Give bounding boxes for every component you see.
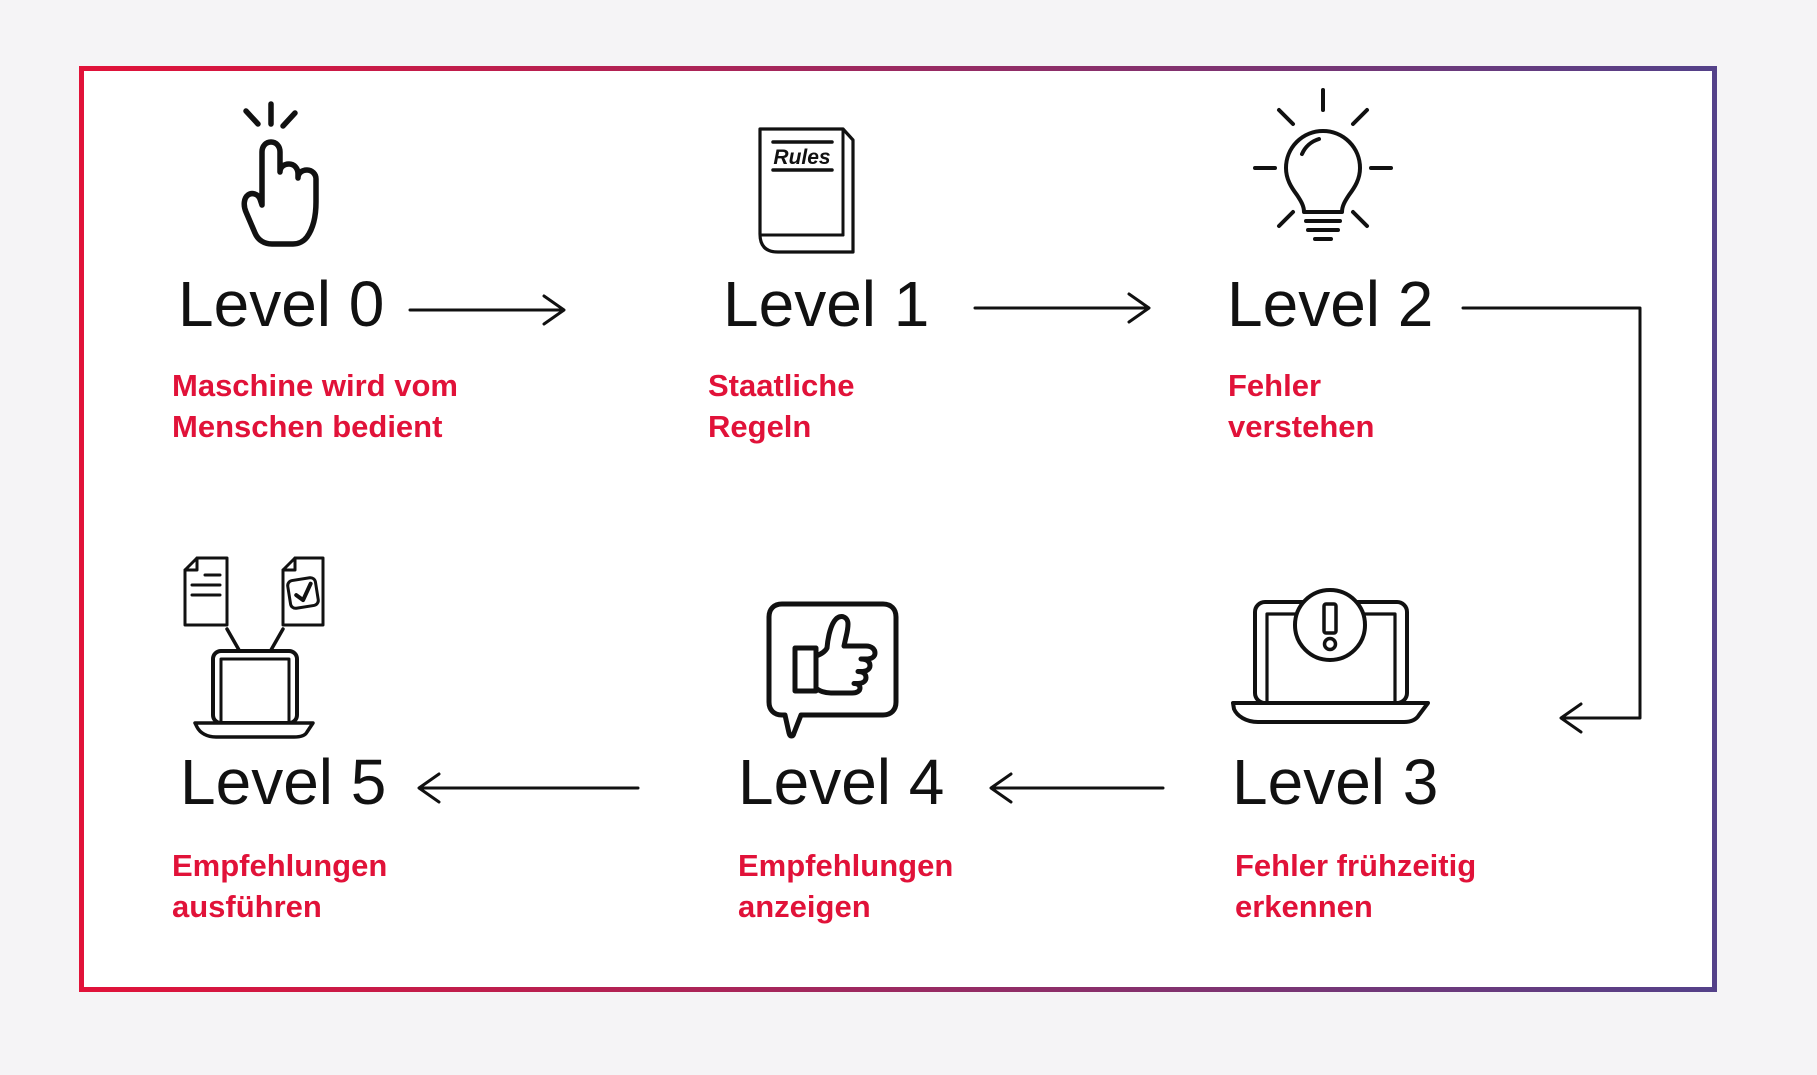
level-description: Fehler frühzeitig erkennen (1235, 848, 1477, 924)
laptop-warning-icon (1228, 585, 1433, 730)
level-label: Level 4 (738, 746, 945, 818)
level-label: Level 2 (1227, 268, 1434, 340)
diagram-frame (79, 66, 1717, 992)
level-description: Fehler verstehen (1228, 368, 1375, 444)
level-description: Staatliche Regeln (708, 368, 855, 444)
level-description: Empfehlungen ausführen (172, 848, 388, 924)
level-label: Level 0 (178, 268, 385, 340)
level-cell-5: Level 5 Empfehlungen ausführen (172, 548, 602, 938)
level-description: Empfehlungen anzeigen (738, 848, 954, 924)
laptop-documents-icon (180, 550, 330, 745)
book-title-text: Rules (773, 146, 830, 169)
level-cell-3: Level 3 Fehler frühzeitig erkennen (1231, 548, 1672, 938)
level-cell-4: Level 4 Empfehlungen anzeigen (738, 548, 1168, 938)
thumbs-up-bubble-icon (763, 598, 908, 743)
level-label: Level 5 (180, 746, 387, 818)
lightbulb-icon (1243, 86, 1403, 256)
rules-book-icon: Rules (750, 120, 870, 265)
level-cell-0: Level 0 Maschine wird vom Menschen bedie… (172, 88, 602, 458)
level-cell-2: Level 2 Fehler verstehen (1227, 88, 1667, 458)
tap-hand-icon (200, 90, 320, 265)
level-cell-1: Rules Level 1 Staatliche Regeln (706, 88, 1136, 458)
level-label: Level 1 (723, 268, 930, 340)
level-description: Maschine wird vom Menschen bedient (172, 368, 458, 444)
level-label: Level 3 (1232, 746, 1439, 818)
